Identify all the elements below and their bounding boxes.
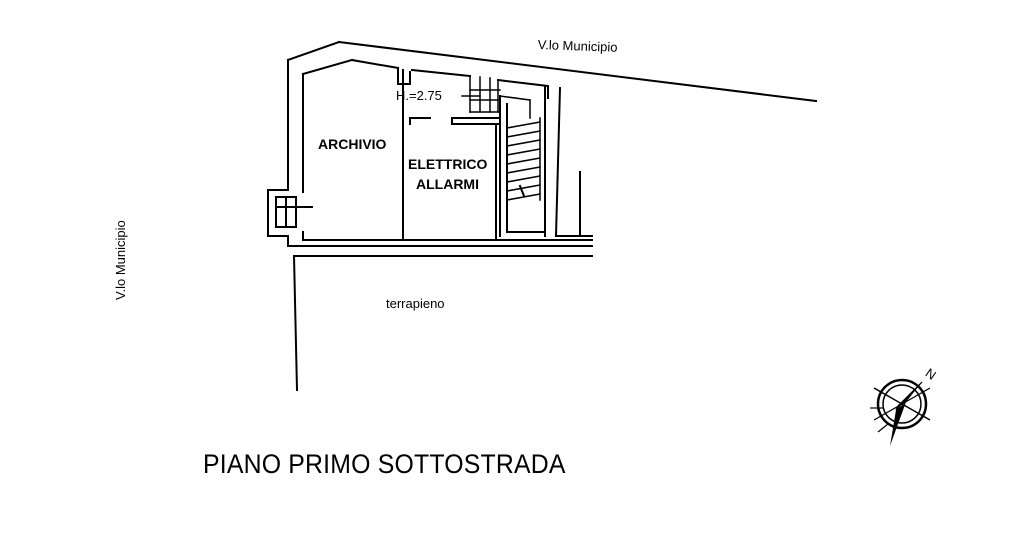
room-label-allarmi: ALLARMI	[416, 176, 479, 192]
inner-wall-top-d	[496, 78, 550, 88]
street-edge-top	[337, 40, 818, 103]
floor-title: PIANO PRIMO SOTTOSTRADA	[203, 449, 566, 479]
embankment-left-line	[292, 254, 299, 392]
outer-wall-top	[286, 40, 341, 62]
height-annotation: H.=2.75	[396, 88, 442, 103]
stair-treads	[506, 117, 541, 201]
north-arrow-icon: N	[860, 362, 950, 452]
street-label-top: V.lo Municipio	[537, 37, 618, 55]
street-label-left: V.lo Municipio	[113, 220, 128, 300]
north-letter: N	[923, 365, 939, 383]
inner-wall-top-c	[410, 68, 472, 78]
inner-wall-top-b	[350, 58, 400, 70]
room-label-elettrico: ELETTRICO	[408, 156, 488, 172]
embankment-label: terrapieno	[386, 296, 445, 311]
room-label-archivio: ARCHIVIO	[318, 136, 387, 152]
inner-wall-top	[301, 58, 354, 76]
